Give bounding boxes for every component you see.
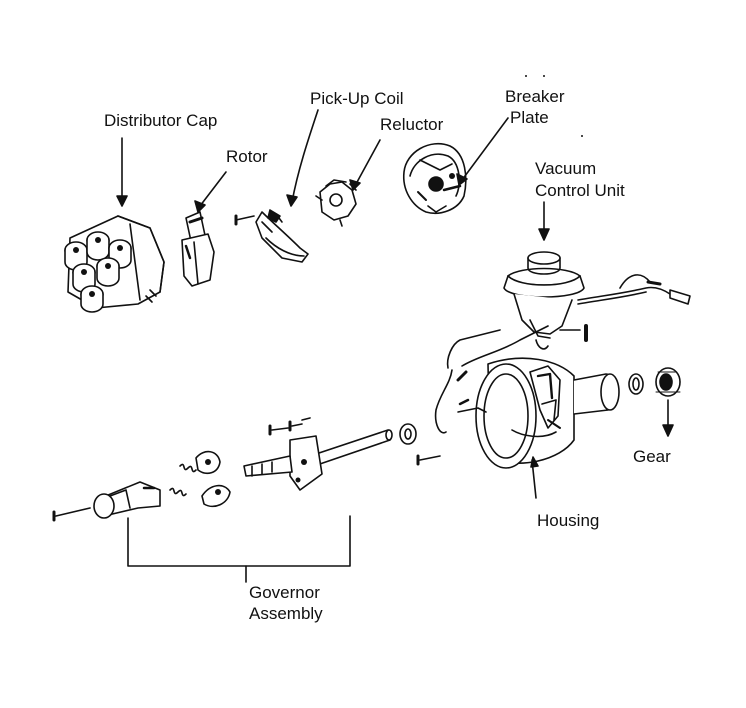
reluctor bbox=[315, 179, 357, 227]
label-distributor-cap: Distributor Cap bbox=[104, 111, 218, 130]
label-rotor: Rotor bbox=[226, 147, 268, 166]
vacuum-control-unit bbox=[503, 251, 691, 350]
label-housing: Housing bbox=[537, 511, 600, 530]
label-plate: Plate bbox=[510, 108, 549, 127]
governor-assembly bbox=[52, 417, 417, 583]
label-vacuum: Vacuum bbox=[535, 159, 597, 178]
label-governor: Governor bbox=[249, 583, 320, 602]
distributor-cap bbox=[64, 215, 165, 313]
label-control-unit: Control Unit bbox=[535, 181, 625, 200]
label-assembly: Assembly bbox=[249, 604, 323, 623]
pickup-coil bbox=[234, 209, 309, 263]
rotor bbox=[181, 211, 215, 287]
label-pickup-coil: Pick-Up Coil bbox=[310, 89, 404, 108]
label-gear: Gear bbox=[633, 447, 671, 466]
print-specks bbox=[525, 75, 583, 137]
label-breaker: Breaker bbox=[505, 87, 565, 106]
breaker-plate bbox=[402, 142, 467, 214]
housing bbox=[416, 325, 681, 469]
label-reluctor: Reluctor bbox=[380, 115, 444, 134]
